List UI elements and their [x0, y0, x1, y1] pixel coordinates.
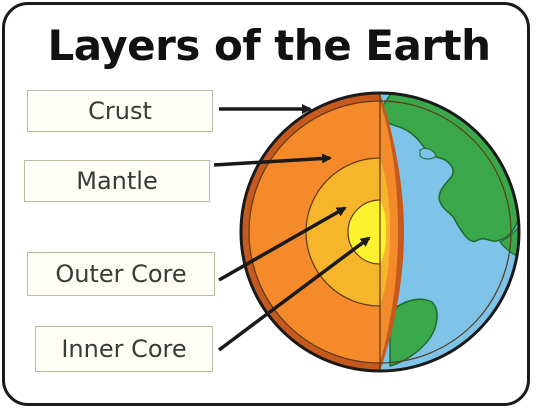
layer-cutaway [241, 93, 380, 371]
